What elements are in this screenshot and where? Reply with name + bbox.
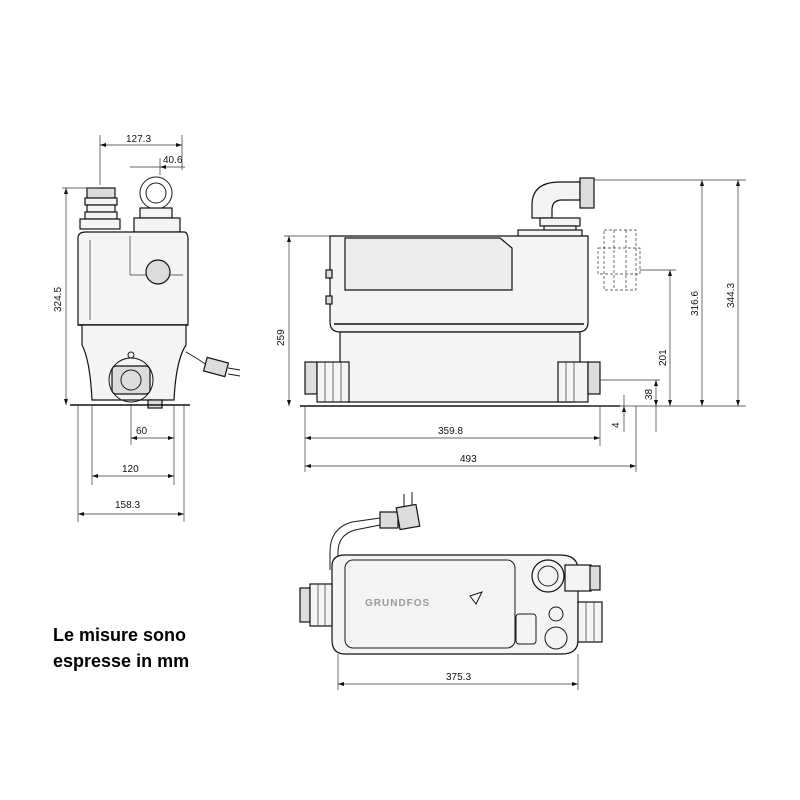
side-view: 259 359.8 493 4 38 201 31 xyxy=(276,177,746,472)
top-view: GRUNDFOS 375.3 xyxy=(299,492,603,690)
dim-inlet-height: 38 xyxy=(644,388,655,400)
dim-outlet-height: 316.6 xyxy=(690,291,701,316)
dim-height: 324.5 xyxy=(53,287,64,312)
dim-body-height: 259 xyxy=(276,329,287,346)
dim-total-length: 493 xyxy=(460,454,477,465)
units-note: Le misure sono espresse in mm xyxy=(53,622,189,674)
dim-total-height: 344.3 xyxy=(726,283,737,308)
dim-total-width: 158.3 xyxy=(115,500,140,511)
dim-outlet-offset: 60 xyxy=(136,426,148,437)
grundfos-logo-text: GRUNDFOS xyxy=(365,598,430,609)
units-note-line-2: espresse in mm xyxy=(53,651,190,671)
units-note-line-1: Le misure sono xyxy=(53,625,187,645)
front-view: 127.3 40.6 xyxy=(53,134,241,522)
dim-mid-height: 201 xyxy=(658,349,669,366)
dim-top-width: 127.3 xyxy=(126,134,151,145)
dim-gauge-width: 40.6 xyxy=(163,155,183,166)
dim-inner-length: 359.8 xyxy=(438,426,463,437)
dim-top-length: 375.3 xyxy=(446,672,471,683)
dim-base-width: 120 xyxy=(122,464,139,475)
dim-small-offset: 4 xyxy=(611,422,622,428)
